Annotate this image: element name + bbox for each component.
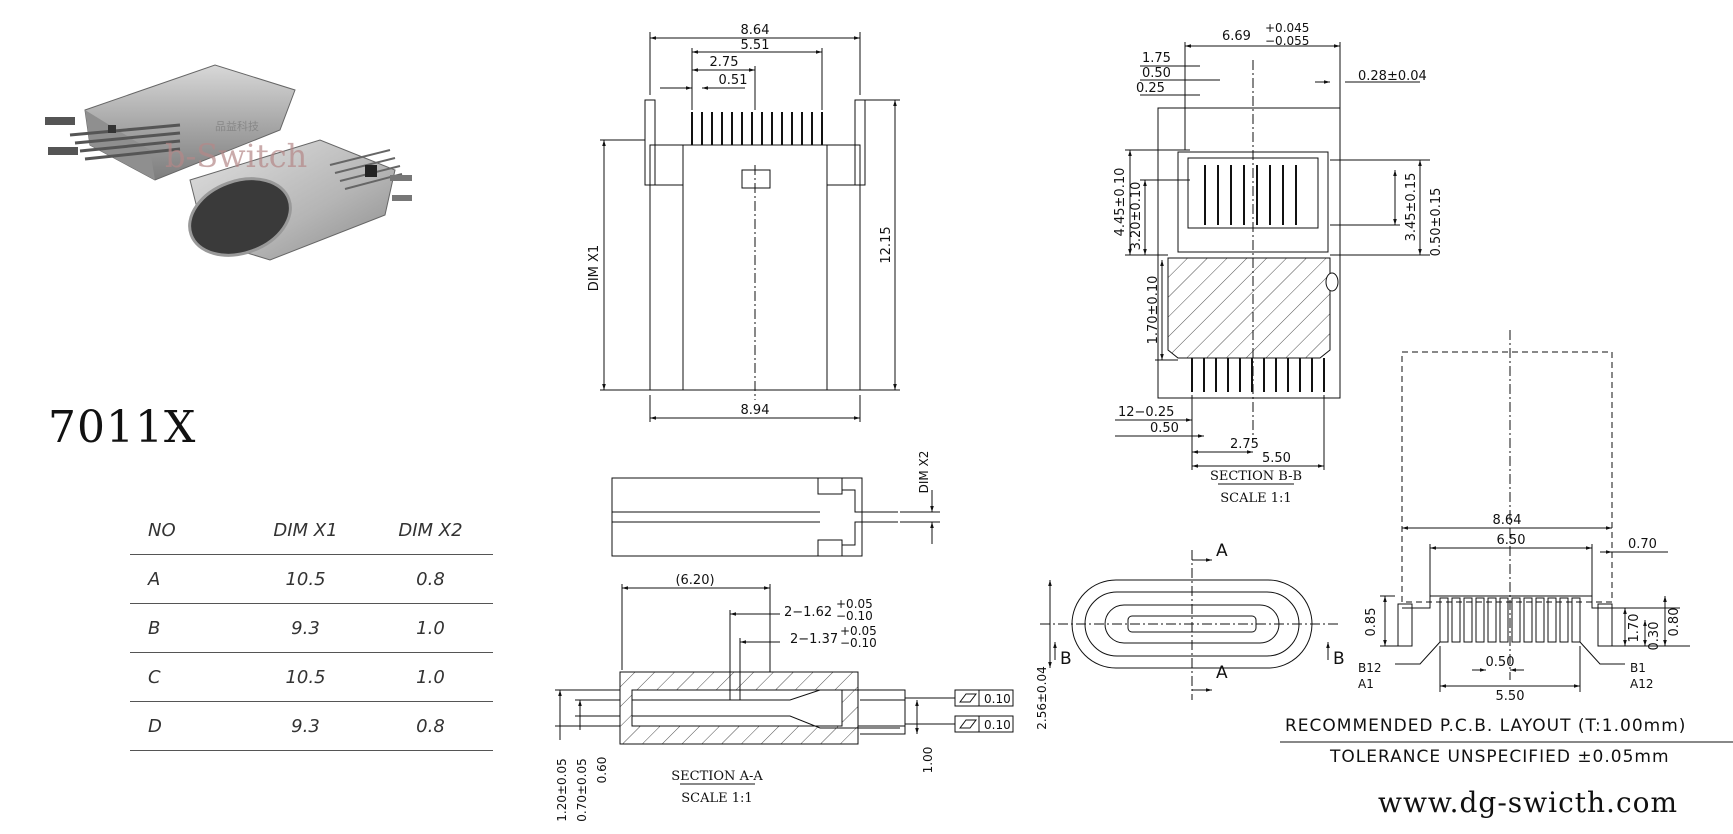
dim-bb-g: 1.70±0.10 — [1146, 276, 1161, 345]
dim-bb-k: 0.50 — [1150, 421, 1179, 436]
table-cell: 10.5 — [285, 666, 326, 688]
flatness-2: 0.10 — [984, 718, 1011, 732]
dim-top-inner: 5.51 — [741, 38, 770, 53]
dim-pcb-c: 0.30 — [1647, 622, 1662, 651]
dim-x2-label: DIM X2 — [917, 451, 931, 494]
recommended-pcb-note: RECOMMENDED P.C.B. LAYOUT (T:1.00mm) — [1285, 716, 1687, 736]
pcb-layout — [1280, 330, 1733, 743]
dim-hole2-tol-dn: −0.10 — [840, 636, 877, 650]
table-cell: 1.0 — [416, 617, 445, 639]
connector-front — [188, 139, 412, 261]
flatness-1: 0.10 — [984, 692, 1011, 706]
pin-a12: A12 — [1630, 677, 1653, 691]
dim-bb-a: 1.75 — [1142, 51, 1171, 66]
section-marker-a-top: A — [1216, 541, 1228, 561]
dim-hole1: 2−1.62 — [784, 605, 832, 620]
dim-end-height: 2.56±0.04 — [1035, 666, 1049, 730]
table-cell: 9.3 — [291, 715, 320, 737]
dim-table-header-cell: DIM X2 — [398, 519, 463, 541]
pin-b1: B1 — [1630, 661, 1646, 675]
dim-pitch: 0.51 — [719, 73, 748, 88]
dim-pcb-b: 1.70 — [1627, 614, 1642, 643]
dim-bb-c: 0.25 — [1136, 81, 1165, 96]
table-cell: 9.3 — [291, 617, 320, 639]
table-row: C 10.5 1.0 — [130, 653, 493, 702]
section-aa — [555, 584, 1014, 785]
website-url: www.dg-swicth.com — [1378, 786, 1679, 819]
table-row: B 9.3 1.0 — [130, 604, 493, 653]
dim-hole2-tol-up: +0.05 — [840, 624, 877, 638]
dim-bottom: 8.94 — [741, 403, 770, 418]
dim-pcb-edge: 0.70 — [1628, 537, 1657, 552]
dim-4: 1.20±0.05 — [555, 758, 569, 822]
dim-bb-d: 0.28±0.04 — [1358, 69, 1427, 84]
table-cell: A — [148, 568, 161, 590]
dim-3: 0.70±0.05 — [575, 758, 589, 822]
dim-pcb-outer: 8.64 — [1493, 513, 1522, 528]
table-cell: B — [148, 617, 161, 639]
tolerance-note: TOLERANCE UNSPECIFIED ±0.05mm — [1330, 747, 1670, 767]
dim-top-outer: 8.64 — [741, 23, 770, 38]
photo-watermark: b-Switch — [165, 137, 307, 175]
product-photo: 品益科技 b-Switch — [45, 64, 412, 261]
dim-bb-e: 4.45±0.10 — [1113, 168, 1128, 237]
dim-table-header-cell: DIM X1 — [273, 519, 338, 541]
table-cell: C — [148, 666, 161, 688]
dim-length: (6.20) — [675, 573, 714, 588]
table-row: A 10.5 0.8 — [130, 555, 493, 604]
dim-bb-m: 5.50 — [1262, 451, 1291, 466]
dim-table: NO DIM X1 DIM X2 A 10.5 0.8 B 9.3 1.0 C … — [130, 506, 493, 751]
photo-watermark-cjk: 品益科技 — [215, 119, 259, 133]
dim-table-header-cell: NO — [148, 519, 176, 541]
dim-pcb-inner: 6.50 — [1497, 533, 1526, 548]
section-bb-scale: SCALE 1:1 — [1220, 491, 1291, 506]
dim-bb-width-tol-dn: −0.055 — [1265, 34, 1309, 48]
dim-height: 12.15 — [879, 226, 894, 263]
dim-bb-i: 0.50±0.15 — [1429, 188, 1444, 257]
pin-a1: A1 — [1358, 677, 1374, 691]
section-bb — [1115, 42, 1430, 485]
section-marker-a-bottom: A — [1216, 663, 1228, 683]
dim-table-header: NO DIM X1 DIM X2 — [130, 506, 493, 555]
dim-pcb-a: 0.85 — [1364, 608, 1379, 637]
table-cell: 1.0 — [416, 666, 445, 688]
dim-bb-width-tol-up: +0.045 — [1265, 21, 1309, 35]
dim-pcb-pitch: 0.50 — [1486, 655, 1515, 670]
dim-x1-label: DIM X1 — [587, 245, 602, 291]
connector-rear — [45, 64, 296, 181]
section-bb-title: SECTION B-B — [1210, 469, 1302, 484]
dim-bb-j: 12−0.25 — [1118, 405, 1174, 420]
model-number: 7011X — [48, 402, 197, 453]
dim-hole1-tol-up: +0.05 — [836, 597, 873, 611]
dim-bb-b: 0.50 — [1142, 66, 1171, 81]
end-view — [1040, 550, 1340, 700]
side-view — [611, 477, 940, 557]
dim-hole2: 2−1.37 — [790, 632, 838, 647]
table-row: D 9.3 0.8 — [130, 702, 493, 751]
dim-hole1-tol-dn: −0.10 — [836, 609, 873, 623]
dim-pitch-span: 2.75 — [710, 55, 739, 70]
section-marker-b-left: B — [1060, 649, 1072, 669]
dim-pcb-d: 0.80 — [1667, 608, 1682, 637]
table-cell: D — [148, 715, 162, 737]
section-marker-b-right: B — [1333, 649, 1345, 669]
table-cell: 0.8 — [416, 568, 445, 590]
dim-bb-l: 2.75 — [1230, 437, 1259, 452]
table-cell: 0.8 — [416, 715, 445, 737]
dim-2: 0.60 — [595, 757, 609, 784]
dim-bb-f: 3.20±0.10 — [1129, 182, 1144, 251]
dim-pcb-span: 5.50 — [1496, 689, 1525, 704]
pin-b12: B12 — [1358, 661, 1382, 675]
dim-bb-h: 3.45±0.15 — [1404, 173, 1419, 242]
section-aa-title: SECTION A-A — [671, 769, 763, 784]
dim-1: 1.00 — [921, 747, 935, 774]
front-view — [600, 32, 900, 422]
dim-bb-width: 6.69 — [1222, 29, 1251, 44]
section-aa-scale: SCALE 1:1 — [681, 791, 752, 806]
table-cell: 10.5 — [285, 568, 326, 590]
